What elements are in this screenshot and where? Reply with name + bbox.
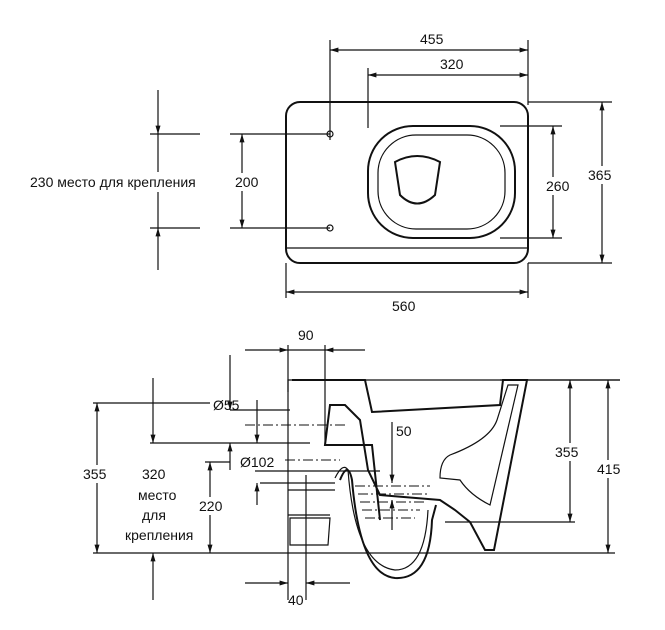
dim-d102: Ø102 xyxy=(240,454,274,470)
dim-50: 50 xyxy=(396,423,412,439)
bowl-opening xyxy=(393,155,442,205)
top-body-outline xyxy=(285,101,529,264)
dim-40: 40 xyxy=(288,592,304,608)
dim-355-left: 355 xyxy=(83,466,107,482)
mount-label-line3: крепления xyxy=(125,527,193,543)
mount-label-line2: для xyxy=(142,507,166,523)
dim-320-side: 320 xyxy=(142,466,166,482)
dim-200-top: 200 xyxy=(235,174,259,190)
dim-365: 365 xyxy=(588,167,612,183)
dim-260: 260 xyxy=(546,178,570,194)
dim-90: 90 xyxy=(298,327,314,343)
dim-415: 415 xyxy=(597,461,621,477)
top-view: 455 320 365 260 200 230 место для крепле… xyxy=(30,31,621,314)
seat-outline xyxy=(367,125,516,239)
dim-560: 560 xyxy=(392,298,416,314)
dim-355-right: 355 xyxy=(555,444,579,460)
dim-455: 455 xyxy=(420,31,444,47)
side-view: 90 Ø55 50 Ø102 355 415 355 320 место для… xyxy=(80,327,628,608)
dim-d55: Ø55 xyxy=(213,397,240,413)
dim-320-top: 320 xyxy=(440,56,464,72)
mount-label-line1: место xyxy=(138,487,177,503)
dim-220: 220 xyxy=(199,498,223,514)
mount-label-top: 230 место для крепления xyxy=(30,174,196,190)
bowl-profile xyxy=(292,379,529,551)
